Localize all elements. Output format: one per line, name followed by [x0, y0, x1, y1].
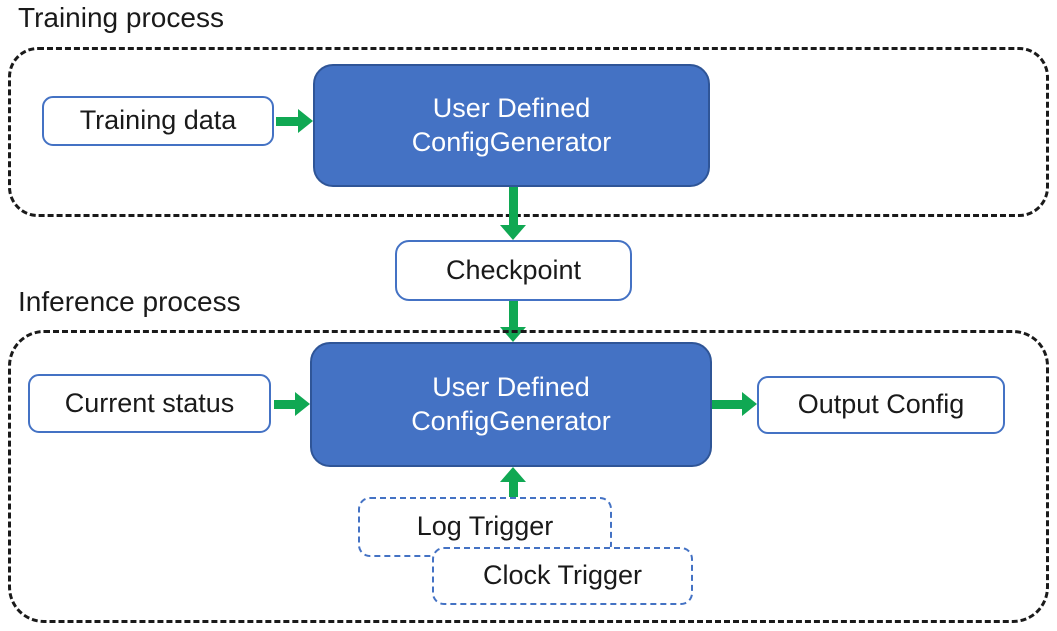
arrow-head — [298, 109, 313, 133]
arrow-shaft — [276, 116, 300, 126]
config-generator-training-box: User Defined ConfigGenerator — [313, 64, 710, 187]
output-config-box: Output Config — [757, 376, 1005, 434]
current-status-box: Current status — [28, 374, 271, 433]
arrow-triggers-to-generator-icon — [500, 467, 526, 498]
arrow-shaft — [508, 481, 518, 498]
config-generator-inference-box: User Defined ConfigGenerator — [310, 342, 712, 467]
config-generator-inference-label: User Defined ConfigGenerator — [411, 371, 611, 436]
arrow-head — [500, 467, 526, 482]
arrow-shaft — [508, 187, 518, 226]
clock-trigger-box: Clock Trigger — [432, 547, 693, 605]
arrow-head — [500, 225, 526, 240]
arrow-training-data-to-generator-icon — [276, 109, 313, 133]
inference-process-title: Inference process — [18, 286, 241, 317]
training-data-box: Training data — [42, 96, 274, 146]
checkpoint-box: Checkpoint — [395, 240, 632, 301]
arrow-head — [742, 392, 757, 416]
inference-process-container — [8, 330, 1049, 623]
arrow-current-status-to-generator-icon — [274, 392, 310, 416]
training-process-title: Training process — [18, 2, 224, 33]
arrow-shaft — [508, 301, 518, 328]
training-process-container — [8, 47, 1049, 217]
arrow-shaft — [712, 399, 744, 409]
arrow-head — [295, 392, 310, 416]
arrow-generator-to-output-config-icon — [712, 392, 757, 416]
arrow-shaft — [274, 399, 297, 409]
arrow-generator-to-checkpoint-icon — [500, 187, 526, 240]
config-generator-training-label: User Defined ConfigGenerator — [411, 92, 612, 157]
